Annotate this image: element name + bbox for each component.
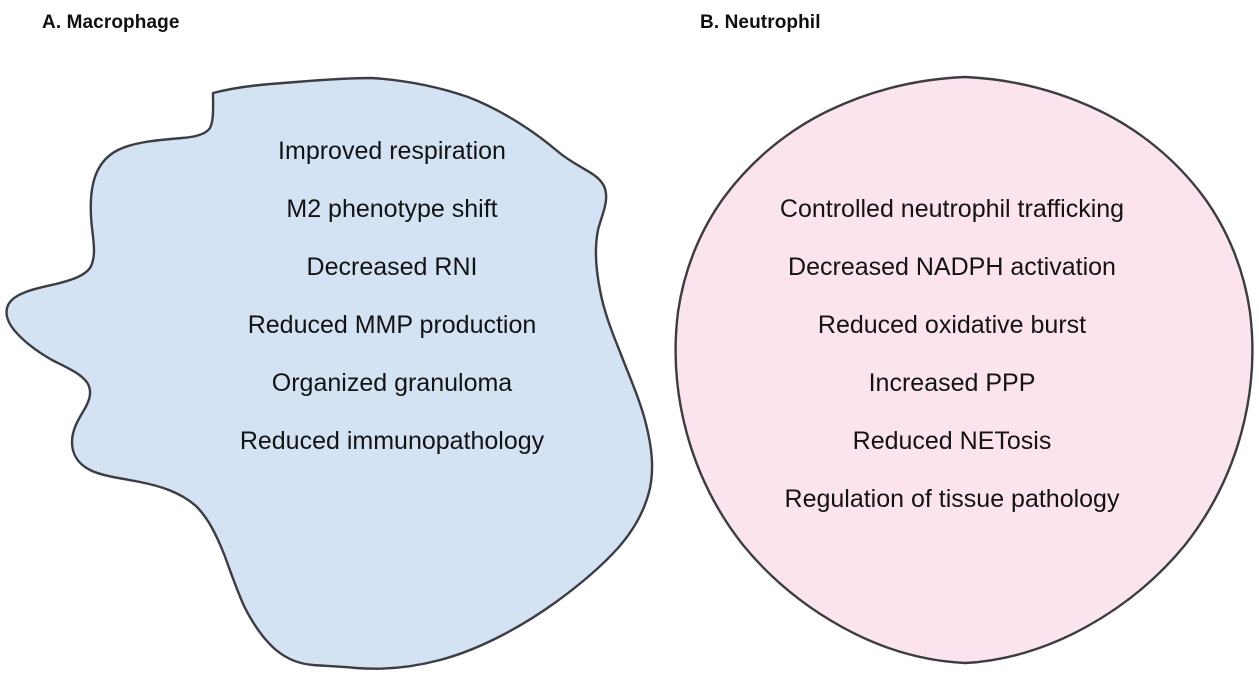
neutrophil-label-3: Reduced oxidative burst — [817, 311, 1087, 339]
macrophage-label-5: Organized granuloma — [271, 369, 513, 397]
macrophage-cell-shape — [5, 76, 654, 670]
neutrophil-label-2: Decreased NADPH activation — [788, 253, 1116, 281]
macrophage-label-2: M2 phenotype shift — [286, 195, 498, 223]
neutrophil-label-5: Reduced NETosis — [852, 427, 1052, 455]
macrophage-label-1: Improved respiration — [278, 137, 506, 165]
macrophage-label-6: Reduced immunopathology — [239, 427, 545, 455]
neutrophil-label-list: Controlled neutrophil trafficking Decrea… — [682, 197, 1222, 512]
neutrophil-label-4: Increased PPP — [868, 369, 1036, 397]
neutrophil-cell-shape — [674, 75, 1254, 665]
macrophage-label-4: Reduced MMP production — [247, 311, 537, 339]
neutrophil-label-1: Controlled neutrophil trafficking — [779, 195, 1125, 223]
neutrophil-label-6: Regulation of tissue pathology — [784, 485, 1120, 513]
panel-b-title: B. Neutrophil — [700, 12, 821, 33]
panel-a-title: A. Macrophage — [42, 12, 180, 33]
macrophage-label-3: Decreased RNI — [306, 253, 478, 281]
macrophage-label-list: Improved respiration M2 phenotype shift … — [122, 139, 662, 454]
